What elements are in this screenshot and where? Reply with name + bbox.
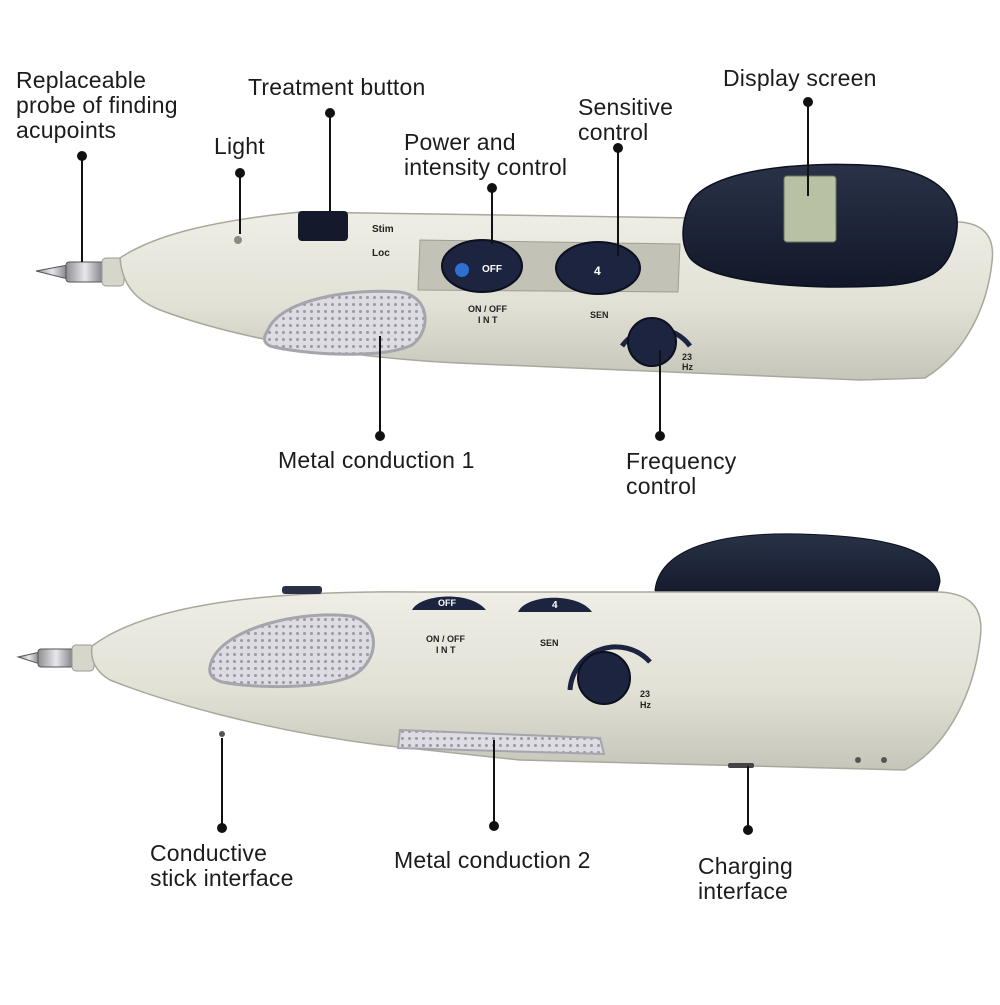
top-pen: Stim Loc OFF 4 ON / OFF I N T SEN 23 Hz (35, 163, 994, 381)
label-display-screen: Display screen (723, 65, 877, 91)
bottom-leader-lines (217, 738, 753, 835)
label-light: Light (214, 133, 265, 159)
charging-port (728, 763, 754, 768)
metal-conduction-pad-1 (263, 289, 427, 356)
top-leader-lines (77, 97, 813, 441)
dial-off-mark-bottom: OFF (438, 598, 456, 608)
int-mark-bottom: I N T (436, 645, 456, 655)
freq-hz-mark: Hz (682, 362, 693, 372)
freq-23-mark: 23 (682, 352, 692, 362)
stim-mark: Stim (372, 224, 394, 235)
label-probe: Replaceable probe of finding acupoints (16, 67, 178, 143)
bottom-pen: OFF 4 ON / OFF I N T SEN 23 Hz (16, 533, 982, 771)
sen-mark-bottom: SEN (540, 638, 559, 648)
loc-mark: Loc (372, 248, 390, 259)
sen-mark: SEN (590, 310, 609, 320)
frequency-dial-bottom[interactable]: 23 Hz (567, 644, 652, 710)
label-charging-interface: Charging interface (698, 853, 793, 904)
display-screen-housing (682, 163, 958, 288)
label-frequency-control: Frequency control (626, 448, 737, 499)
label-power-intensity: Power and intensity control (404, 129, 568, 180)
metal-conduction-pad-2 (396, 728, 606, 756)
treatment-button[interactable] (298, 211, 348, 241)
sensitivity-dial-bottom[interactable]: 4 (518, 597, 592, 612)
dial-4-mark: 4 (594, 264, 601, 278)
on-off-mark: ON / OFF (468, 304, 507, 314)
light-indicator (234, 236, 242, 244)
frequency-dial[interactable]: 23 Hz (619, 317, 693, 372)
int-mark: I N T (478, 315, 498, 325)
power-intensity-dial-bottom[interactable]: OFF (412, 596, 486, 610)
dial-off-mark: OFF (482, 264, 502, 275)
label-sensitive-control: Sensitive control (578, 94, 674, 145)
freq-hz-mark-bottom: Hz (640, 700, 651, 710)
power-intensity-dial[interactable]: OFF (441, 239, 523, 293)
on-off-mark-bottom: ON / OFF (426, 634, 465, 644)
metal-conduction-pad-1-bottom (208, 613, 375, 689)
label-metal-conduction-2: Metal conduction 2 (394, 847, 591, 873)
probe-tip-bottom (16, 644, 95, 672)
label-metal-conduction-1: Metal conduction 1 (278, 447, 475, 473)
label-treatment-button: Treatment button (248, 74, 426, 100)
label-conductive-stick: Conductive stick interface (150, 840, 294, 891)
freq-23-mark-bottom: 23 (640, 689, 650, 699)
dial-4-mark-bottom: 4 (552, 600, 558, 611)
conductive-stick-port (219, 731, 225, 737)
lcd-display (783, 175, 837, 243)
sensitivity-dial[interactable]: 4 (555, 241, 641, 295)
probe-tip (35, 257, 125, 287)
display-housing-bottom (654, 533, 941, 601)
loc-stim-marks: Stim Loc (372, 224, 394, 259)
